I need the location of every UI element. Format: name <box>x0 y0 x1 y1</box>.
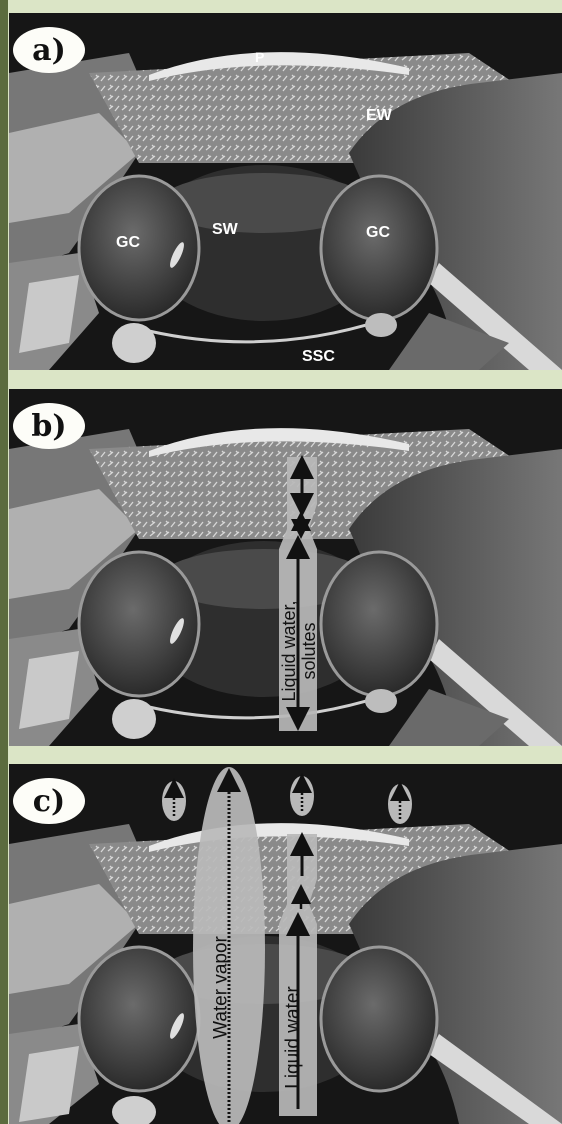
panel-a: a) P EW GC SW GC SSC <box>9 13 562 370</box>
panel-b-badge: b) <box>13 403 85 449</box>
panel-c: c) Water vapor Liquid water <box>9 764 562 1124</box>
label-sw: SW <box>212 221 238 239</box>
label-gc-right: GC <box>366 224 390 242</box>
pathway-label: Liquid water, solutes <box>279 551 319 746</box>
liquid-water-label: Liquid water <box>284 983 303 1093</box>
water-vapor-label: Water vapor <box>212 928 231 1048</box>
panel-b: b) Liquid water, solutes <box>9 389 562 746</box>
sem-image-a <box>9 13 562 370</box>
pathway-label-line2: solutes <box>299 551 319 746</box>
label-ew: EW <box>366 107 392 125</box>
panel-a-badge: a) <box>13 27 85 73</box>
panel-c-badge: c) <box>13 778 85 824</box>
label-ssc: SSC <box>302 348 335 366</box>
pathway-label-line1: Liquid water, <box>279 551 299 746</box>
label-p: P <box>255 49 264 65</box>
left-accent-bar <box>0 0 8 1124</box>
label-gc-left: GC <box>116 234 140 252</box>
